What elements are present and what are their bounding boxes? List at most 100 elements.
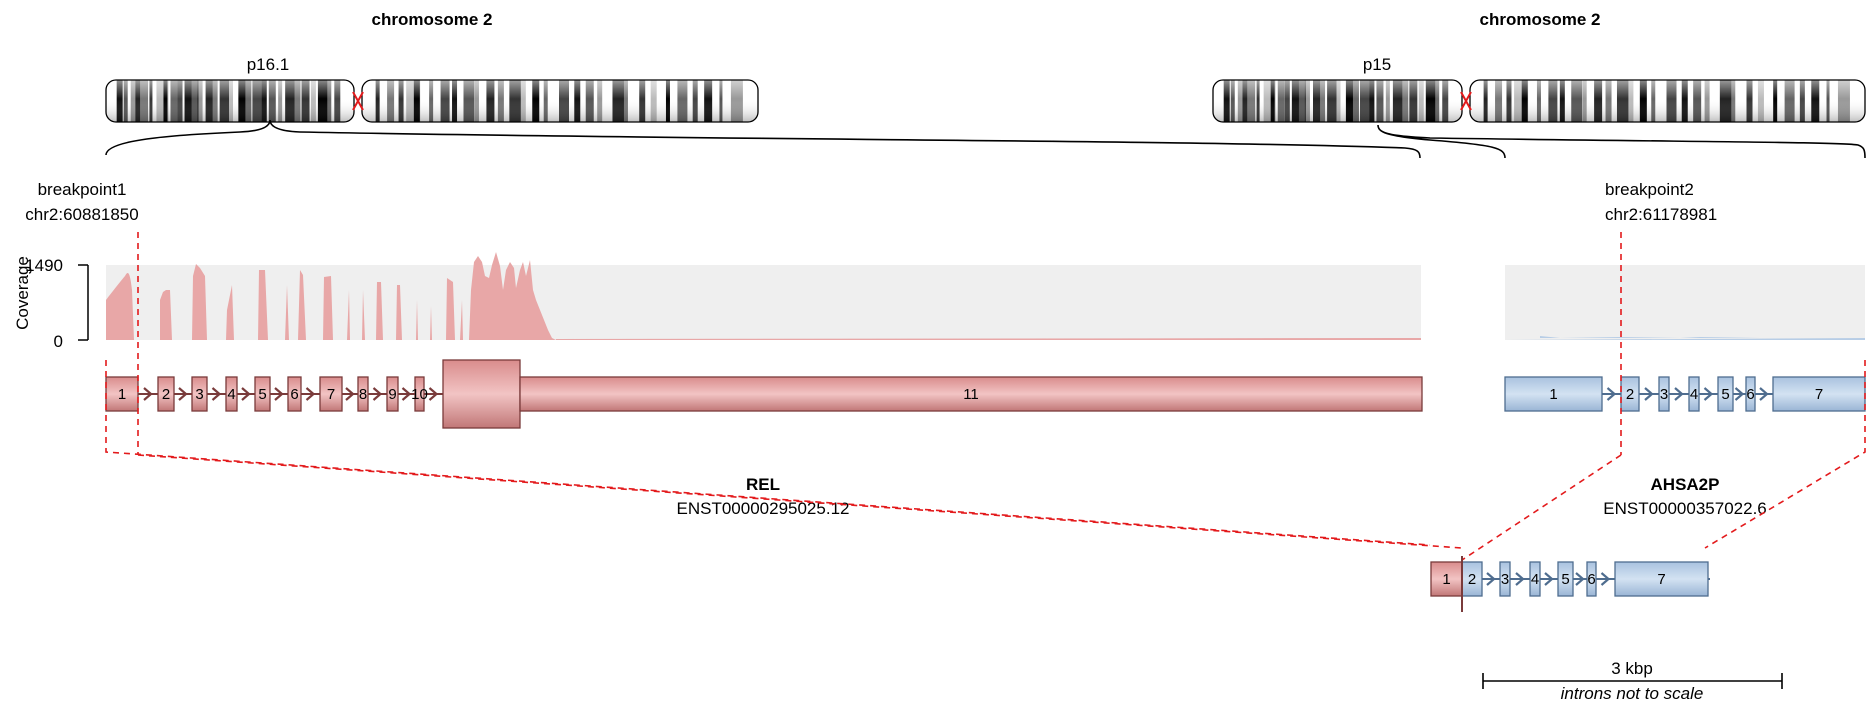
gene1-fusion-left-edge — [105, 360, 1431, 546]
fusion-exon-1 — [1430, 561, 1463, 597]
fusion-exon-label: 5 — [1561, 571, 1569, 588]
exon-11 — [519, 376, 1423, 412]
strand-arrow-icon — [178, 387, 188, 401]
coverage-axis-label: Coverage — [13, 256, 32, 330]
strand-arrow-icon — [1703, 387, 1714, 401]
fusion-exon-label: 2 — [1468, 571, 1476, 588]
breakpoint2-label: breakpoint2 — [1605, 180, 1694, 199]
exon-label: 9 — [388, 386, 396, 403]
exon-6 — [287, 376, 302, 412]
gene2-transcript: ENST00000357022.6 — [1603, 499, 1767, 518]
exon-label: 1 — [118, 386, 126, 403]
fusion-exon-label: 6 — [1587, 571, 1595, 588]
exon-5 — [1717, 376, 1734, 412]
gene2-fusion-right-edge — [1704, 360, 1866, 549]
exon-label: 3 — [1660, 386, 1668, 403]
strand-arrow-icon — [1734, 387, 1745, 401]
scale-bar-label: 3 kbp — [1611, 659, 1653, 678]
breakpoint2-coordinate: chr2:61178981 — [1605, 205, 1717, 224]
exon-label: 6 — [1746, 386, 1754, 403]
breakpoint1-label: breakpoint1 — [38, 180, 127, 199]
gene1-coverage-tail — [556, 338, 1421, 340]
exon-label: 6 — [290, 386, 298, 403]
strand-arrow-icon — [401, 387, 412, 401]
strand-arrow-icon — [345, 387, 355, 401]
exon-label: 7 — [327, 386, 335, 403]
coverage-max-label: 1490 — [25, 256, 63, 275]
exon-label: 3 — [195, 386, 203, 403]
exon-7 — [1772, 376, 1866, 412]
strand-arrow-icon — [1600, 572, 1611, 586]
fusion-exon-7 — [1614, 561, 1709, 597]
exon-6 — [1745, 376, 1756, 412]
exon-9 — [386, 376, 399, 412]
left-band-label: p16.1 — [247, 55, 290, 74]
breakpoint-lines — [105, 232, 1866, 561]
scale-bar-note: introns not to scale — [1561, 684, 1704, 703]
fusion-exon-label: 1 — [1442, 571, 1450, 588]
strand-arrow-icon — [1644, 387, 1654, 401]
exon-label: 2 — [162, 386, 170, 403]
scale-bar — [1482, 673, 1783, 689]
exon-label: 8 — [359, 386, 367, 403]
strand-arrow-icon — [372, 387, 383, 401]
right-band-label: p15 — [1363, 55, 1391, 74]
fusion-exon-5 — [1557, 561, 1574, 597]
left-zoom-bracket — [105, 119, 1421, 159]
left-chromosome-title: chromosome 2 — [372, 10, 493, 29]
gene1-model: 1 2 3 4 5 6 7 8 9 10 11 — [105, 359, 1423, 429]
exon-2 — [1620, 376, 1640, 412]
strand-arrow-icon — [1544, 572, 1554, 586]
strand-arrow-icon — [143, 387, 153, 401]
exon-3 — [1658, 376, 1670, 412]
right-chromosome-title: chromosome 2 — [1480, 10, 1601, 29]
exon-2 — [157, 376, 175, 412]
exon-label: 5 — [258, 386, 266, 403]
strand-arrow-icon — [1575, 572, 1585, 586]
gene2-coverage-track — [1505, 336, 1865, 340]
exon-3 — [191, 376, 208, 412]
left-chromosome-ideogram — [105, 79, 759, 123]
right-chromosome-ideogram — [1212, 79, 1866, 123]
exon-label: 4 — [227, 386, 235, 403]
gene2-coverage-panel — [1505, 265, 1865, 340]
exon-label: 7 — [1815, 386, 1823, 403]
strand-arrow-icon — [428, 387, 439, 401]
fusion-exon-label: 3 — [1501, 571, 1509, 588]
strand-arrow-icon — [241, 387, 251, 401]
exon- — [442, 359, 521, 429]
fusion-exon-label: 4 — [1531, 571, 1539, 588]
coverage-min-label: 0 — [54, 332, 63, 351]
exon-8 — [357, 376, 369, 412]
breakpoint1-coordinate: chr2:60881850 — [25, 205, 138, 224]
exon-label: 10 — [411, 386, 428, 403]
exon-7 — [319, 376, 343, 412]
exon-1 — [1504, 376, 1603, 412]
gene1-fusion-right-edge — [137, 454, 1463, 549]
exon-4 — [225, 376, 238, 412]
left-chromosome-centromere — [352, 91, 364, 111]
strand-arrow-icon — [1486, 572, 1496, 586]
exon-label: 2 — [1626, 386, 1634, 403]
gene1-name: REL — [746, 475, 780, 494]
strand-arrow-icon — [1515, 572, 1525, 586]
right-zoom-bracket — [1377, 124, 1866, 159]
exon-10 — [414, 376, 425, 412]
right-chromosome-centromere — [1460, 91, 1472, 111]
exon-label: 1 — [1549, 386, 1557, 403]
fusion-exon-4 — [1529, 561, 1541, 597]
strand-arrow-icon — [305, 387, 316, 401]
strand-arrow-icon — [1759, 387, 1769, 401]
strand-arrow-icon — [274, 387, 284, 401]
gene2-fusion-left-edge — [1461, 454, 1622, 561]
gene1-coverage-track — [106, 252, 556, 340]
exon-4 — [1688, 376, 1700, 412]
exon-label: 11 — [963, 386, 979, 403]
strand-arrow-icon — [1674, 387, 1684, 401]
gene1-transcript: ENST00000295025.12 — [677, 499, 850, 518]
strand-arrow-icon — [211, 387, 222, 401]
strand-arrow-icon — [1606, 387, 1617, 401]
